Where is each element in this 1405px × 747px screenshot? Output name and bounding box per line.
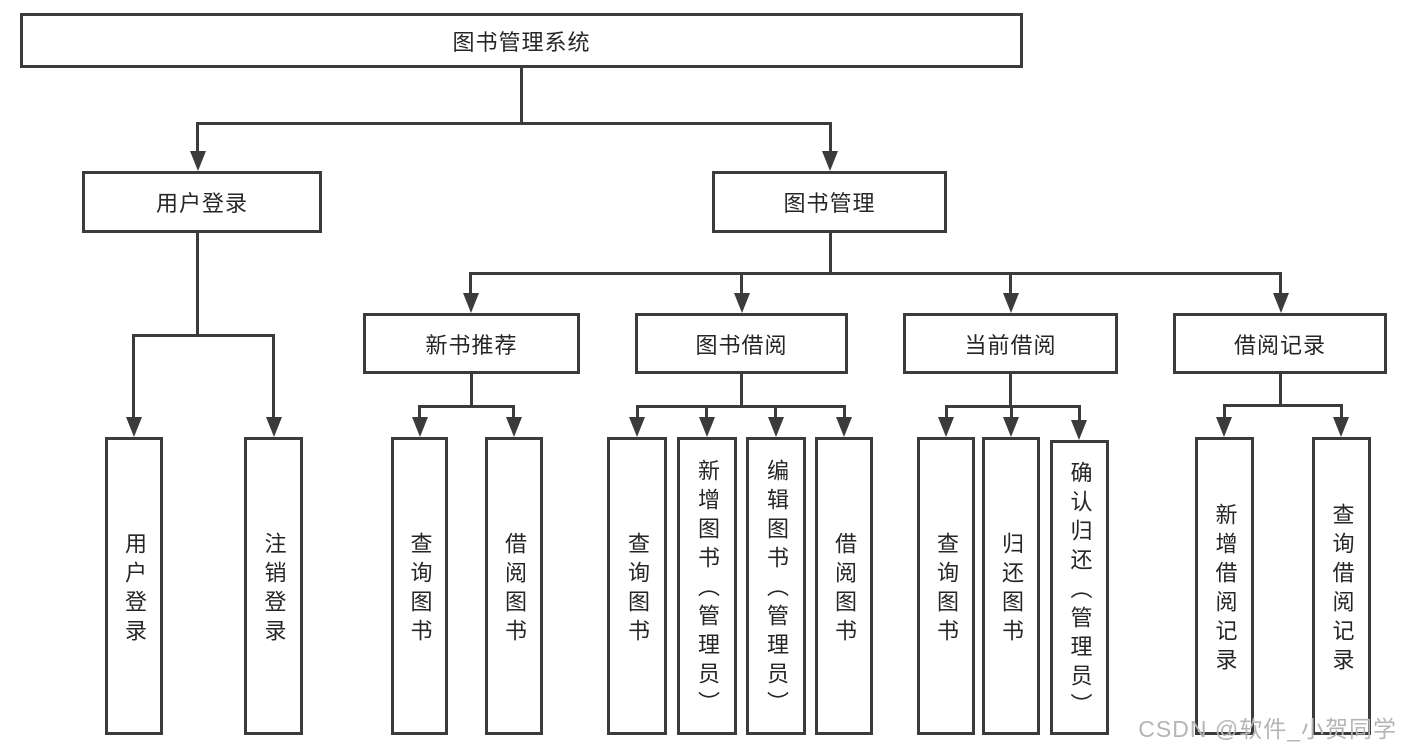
leaf-query-books: 查询图书 — [391, 437, 448, 735]
leaf-borrow-books: 借阅图书 — [815, 437, 873, 735]
arrow-down-icon — [1003, 293, 1019, 313]
connector-line — [843, 405, 846, 419]
leaf-return-books-label: 归还图书 — [999, 531, 1024, 648]
arrow-down-icon — [822, 151, 838, 171]
arrow-down-icon — [1273, 293, 1289, 313]
node-current-borrowing: 当前借阅 — [903, 313, 1118, 374]
leaf-edit-books-admin-label: 编辑图书（管理员） — [764, 459, 789, 720]
arrow-down-icon — [1071, 420, 1087, 440]
connector-line — [132, 334, 275, 337]
leaf-query-books: 查询图书 — [607, 437, 667, 735]
leaf-add-books-admin-label: 新增图书（管理员） — [695, 459, 720, 720]
leaf-query-borrow-record-label: 查询借阅记录 — [1329, 502, 1355, 677]
leaf-add-borrow-record-label: 新增借阅记录 — [1212, 502, 1238, 677]
connector-line — [636, 405, 846, 408]
node-new-book-recommend: 新书推荐 — [363, 313, 580, 374]
connector-line — [1010, 405, 1013, 419]
node-new-book-recommend-label: 新书推荐 — [425, 332, 518, 358]
arrow-down-icon — [1216, 417, 1232, 437]
connector-line — [1009, 374, 1012, 405]
arrow-down-icon — [126, 417, 142, 437]
connector-line — [1223, 404, 1343, 407]
connector-line — [1078, 405, 1081, 422]
connector-line — [740, 272, 743, 294]
node-book-management: 图书管理 — [712, 171, 947, 233]
leaf-add-books-admin: 新增图书（管理员） — [677, 437, 737, 735]
connector-line — [740, 374, 743, 405]
leaf-logout-login: 注销登录 — [244, 437, 303, 735]
connector-line — [196, 122, 199, 153]
node-library-system-label: 图书管理系统 — [452, 29, 591, 55]
arrow-down-icon — [1333, 417, 1349, 437]
leaf-borrow-books-label: 借阅图书 — [832, 531, 857, 648]
leaf-query-books-label: 查询图书 — [407, 531, 433, 648]
node-borrowing-records-label: 借阅记录 — [1233, 332, 1326, 358]
connector-line — [1279, 374, 1282, 404]
arrow-down-icon — [506, 417, 522, 437]
connector-line — [945, 405, 948, 419]
node-book-borrowing: 图书借阅 — [635, 313, 848, 374]
leaf-edit-books-admin: 编辑图书（管理员） — [746, 437, 806, 735]
arrow-down-icon — [1003, 417, 1019, 437]
node-user-login-label: 用户登录 — [155, 191, 248, 216]
leaf-logout-login-label: 注销登录 — [261, 531, 287, 648]
leaf-confirm-return-admin: 确认归还（管理员） — [1050, 440, 1109, 735]
leaf-confirm-return-admin-label: 确认归还（管理员） — [1067, 460, 1093, 722]
arrow-down-icon — [266, 417, 282, 437]
leaf-query-books: 查询图书 — [917, 437, 975, 735]
connector-line — [774, 405, 777, 419]
arrow-down-icon — [629, 417, 645, 437]
connector-line — [1223, 404, 1226, 419]
arrow-down-icon — [734, 293, 750, 313]
connector-line — [1340, 404, 1343, 419]
node-user-login: 用户登录 — [82, 171, 322, 233]
connector-line — [418, 405, 515, 408]
arrow-down-icon — [412, 417, 428, 437]
connector-line — [512, 405, 515, 419]
arrow-down-icon — [836, 417, 852, 437]
connector-line — [829, 122, 832, 153]
leaf-borrow-books: 借阅图书 — [485, 437, 543, 735]
node-book-management-label: 图书管理 — [783, 191, 876, 216]
connector-line — [520, 68, 523, 122]
connector-line — [1279, 272, 1282, 294]
connector-line — [829, 233, 832, 272]
arrow-down-icon — [190, 151, 206, 171]
leaf-add-borrow-record: 新增借阅记录 — [1195, 437, 1254, 735]
leaf-return-books: 归还图书 — [982, 437, 1040, 735]
node-current-borrowing-label: 当前借阅 — [964, 332, 1057, 358]
leaf-user-login: 用户登录 — [105, 437, 163, 735]
connector-line — [1009, 272, 1012, 294]
connector-line — [470, 374, 473, 405]
node-library-system: 图书管理系统 — [20, 13, 1023, 68]
connector-line — [196, 122, 832, 125]
leaf-query-borrow-record: 查询借阅记录 — [1312, 437, 1371, 735]
node-book-borrowing-label: 图书借阅 — [695, 332, 788, 358]
connector-line — [945, 405, 1081, 408]
connector-line — [469, 272, 1282, 275]
connector-line — [418, 405, 421, 419]
connector-line — [196, 233, 199, 334]
leaf-query-books-label: 查询图书 — [625, 531, 650, 648]
connector-line — [636, 405, 639, 419]
leaf-user-login-label: 用户登录 — [122, 531, 147, 648]
connector-line — [469, 272, 472, 294]
arrow-down-icon — [463, 293, 479, 313]
connector-line — [705, 405, 708, 419]
connector-line — [272, 334, 275, 419]
arrow-down-icon — [699, 417, 715, 437]
arrow-down-icon — [768, 417, 784, 437]
leaf-borrow-books-label: 借阅图书 — [502, 531, 527, 648]
node-borrowing-records: 借阅记录 — [1173, 313, 1387, 374]
connector-line — [132, 334, 135, 419]
leaf-query-books-label: 查询图书 — [934, 531, 959, 648]
arrow-down-icon — [938, 417, 954, 437]
